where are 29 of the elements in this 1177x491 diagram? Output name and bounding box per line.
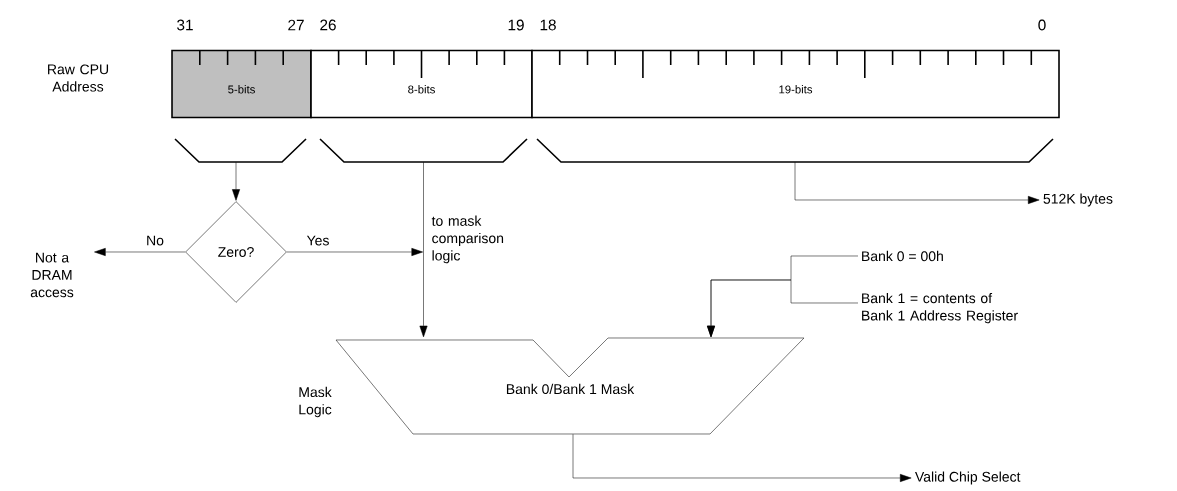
register-text: Bank 1 = contents of Bank 1 Address Register (862, 292, 1018, 324)
bit-number: 18 (540, 19, 556, 31)
arrow (572, 434, 912, 482)
output-text: Valid Chip Select (915, 471, 1021, 485)
block-caption: Mask Logic (299, 386, 332, 418)
bit-number: 0 (1038, 19, 1046, 31)
output-text: 512K bytes (1043, 193, 1113, 207)
arrow (94, 248, 186, 256)
arrow (794, 162, 1040, 204)
edge-label: to mask comparison logic (431, 215, 504, 264)
arrow (419, 162, 428, 338)
brace (174, 138, 307, 163)
edge-label: Yes (306, 235, 329, 246)
bit-number: 19 (508, 19, 524, 31)
address-field: 8-bits (310, 49, 533, 119)
brace (536, 138, 1054, 163)
bit-number: 27 (288, 19, 304, 31)
arrow (707, 279, 859, 338)
register-text: Bank 0 = 00h (862, 250, 943, 262)
address-field: 5-bits (171, 49, 312, 119)
edge-label: No (147, 235, 164, 246)
address-label: Raw CPU Address (48, 64, 109, 92)
arrow (232, 162, 240, 201)
bit-number: 31 (177, 19, 193, 31)
bit-number: 26 (320, 19, 336, 31)
mask-logic-block: Bank 0/Bank 1 Mask (335, 337, 805, 435)
brace (319, 138, 528, 163)
outcome-text: Not a DRAM access (30, 252, 74, 298)
arrow (286, 248, 423, 256)
